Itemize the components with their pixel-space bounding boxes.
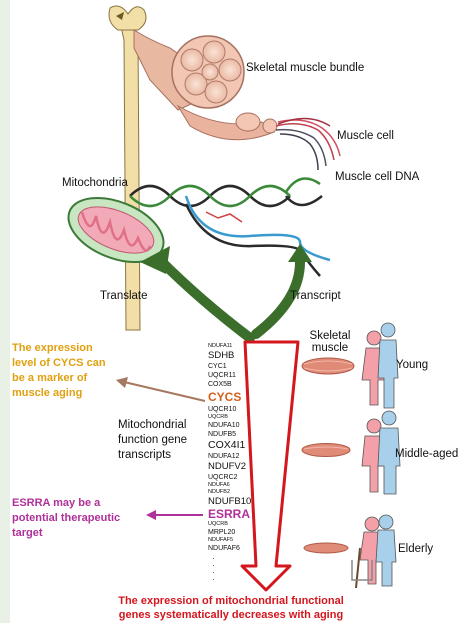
skeletal-muscle-label: Skeletal muscle (302, 330, 358, 354)
gene-list-ellipsis: ···· (212, 555, 218, 583)
gene-label: SDHB (208, 351, 234, 361)
gene-label: NDUFA11 (208, 344, 232, 350)
transcripts-caption-line: Mitochondrial (118, 420, 186, 432)
translate-label: Translate (100, 291, 148, 303)
young-people-icon (362, 323, 398, 408)
gene-label: NDUFB5 (208, 431, 236, 438)
gene-label: MRPL20 (208, 529, 235, 536)
muscle-bundle-icon (134, 30, 277, 140)
gene-label-esrra: ESRRA (208, 508, 250, 520)
cycs-note-line: be a marker of (12, 371, 87, 386)
gene-label: UQCRB (208, 522, 228, 528)
muscle-cell-dna-label: Muscle cell DNA (335, 172, 419, 184)
decrease-arrow (242, 342, 298, 590)
gene-label: UQCRB (208, 415, 228, 421)
gene-label: NDUFV2 (208, 462, 246, 472)
gene-label: NDUFAF6 (208, 545, 240, 552)
gene-label: UQCR10 (208, 406, 236, 413)
muscle-cell-label: Muscle cell (337, 131, 394, 143)
elderly-people-icon (352, 515, 396, 588)
gene-label: NDUFA6 (208, 483, 230, 489)
gene-label: CYC1 (208, 363, 227, 370)
esrra-note-line: potential therapeutic (12, 511, 120, 526)
cycs-note-line: The expression (12, 341, 93, 356)
gene-label: UQCRC2 (208, 474, 238, 481)
cycs-note-line: level of CYCS can (12, 356, 106, 371)
conclusion-line: The expression of mitochondrial function… (0, 596, 462, 607)
gene-label: NDUFB10 (208, 497, 251, 507)
muscle-strip-young (302, 358, 354, 374)
conclusion-line: genes systematically decreases with agin… (0, 610, 462, 621)
gene-label-cycs: CYCS (208, 391, 241, 403)
gene-label: COX4I1 (208, 440, 245, 451)
gene-label: NDUFA12 (208, 453, 240, 460)
gene-label: COX5B (208, 381, 232, 388)
transcripts-caption-line: function gene (118, 435, 187, 447)
cycs-note-arrow (124, 382, 205, 401)
transcripts-caption-line: transcripts (118, 450, 171, 462)
muscle-strip-elderly (304, 543, 348, 553)
cycs-note-line: muscle aging (12, 386, 82, 401)
gene-label: NDUFB2 (208, 490, 230, 496)
mitochondria-label: Mitochondria (62, 178, 128, 190)
elderly-label: Elderly (398, 544, 433, 556)
muscle-cell-icon (276, 118, 340, 170)
young-label: Young (396, 360, 428, 372)
transcript-label: Transcript (290, 291, 341, 303)
translate-arrow (140, 246, 250, 338)
gene-label: NDUFA10 (208, 422, 240, 429)
skeletal-muscle-bundle-label: Skeletal muscle bundle (246, 63, 364, 75)
gene-label: UQCR11 (208, 372, 236, 379)
middle-aged-label: Middle-aged (395, 449, 458, 461)
esrra-note-line: target (12, 526, 43, 541)
gene-label: NDUFAF5 (208, 538, 233, 544)
transcript-arrow (256, 244, 312, 334)
muscle-strip-middle-aged (302, 444, 350, 457)
esrra-note-line: ESRRA may be a (12, 496, 100, 511)
